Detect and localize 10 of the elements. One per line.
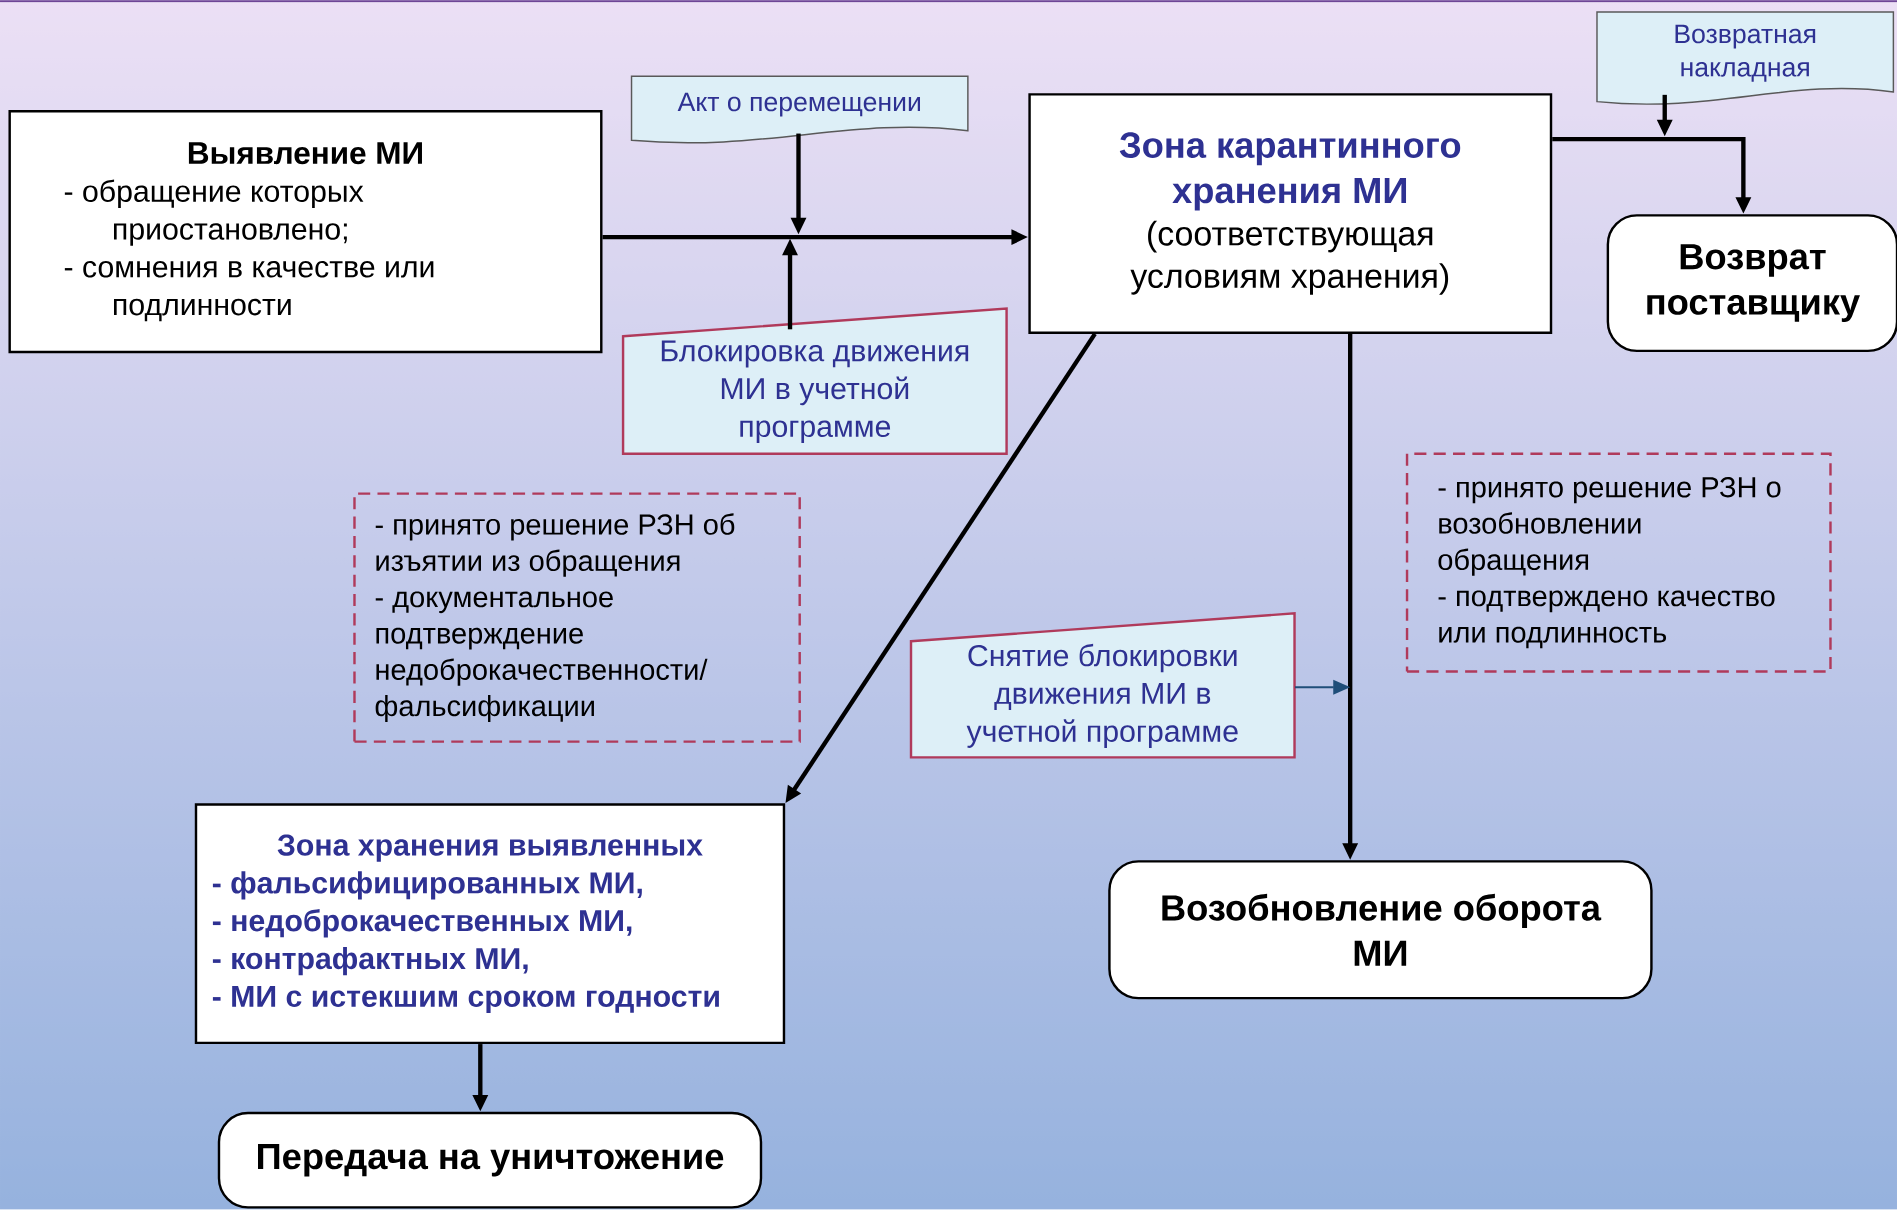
condition-box: - принято решение РЗН об изъятии из обращения - документальное подтверждение недоброкачественности/ фальсификации bbox=[353, 492, 801, 743]
process-box: Зона карантинного хранения МИ (соответствующая условиям хранения) bbox=[1028, 93, 1553, 334]
process-box: Зона хранения выявленных - фальсифицированных МИ, - недоброкачественных МИ, - контрафактных МИ, - МИ с истекшим сроком годности bbox=[194, 803, 786, 1045]
rounded-box: Возврат поставщику bbox=[1606, 214, 1897, 353]
note-box: Блокировка движения МИ в учетной программе bbox=[621, 307, 1008, 455]
process-box: Выявление МИ - обращение которых приостановлено; - сомнения в качестве или подлинности bbox=[8, 110, 603, 354]
rounded-box: Передача на уничтожение bbox=[217, 1111, 763, 1209]
note-box: Снятие блокировки движения МИ в учетной программе bbox=[909, 612, 1296, 759]
rounded-box: Возобновление оборота МИ bbox=[1108, 860, 1653, 1000]
condition-box: - принято решение РЗН о возобновлении обращения - подтверждено качество или подлинность bbox=[1405, 452, 1832, 673]
